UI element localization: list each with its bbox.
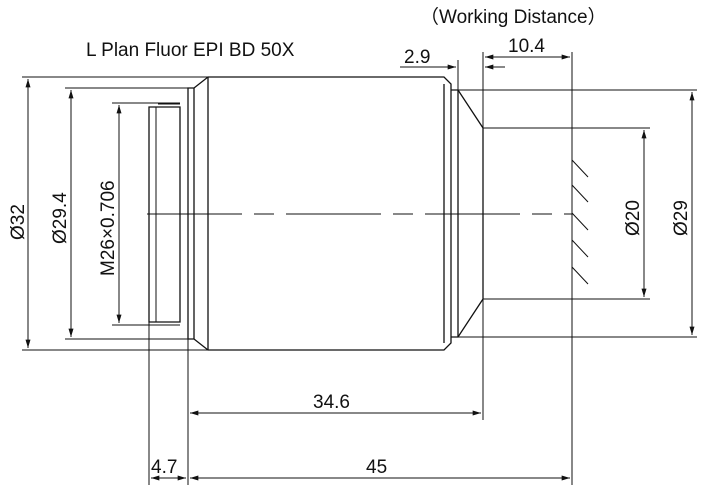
- dim-nose-diameter: Ø20: [623, 200, 644, 236]
- dim-outer-diameter: Ø32: [8, 204, 29, 240]
- extension-lines: [22, 52, 697, 485]
- dim-body-length: 34.6: [313, 392, 350, 413]
- dim-shoulder-diameter: Ø29.4: [50, 192, 71, 244]
- dimension-lines: [25, 54, 695, 481]
- dim-wd-offset: 2.9: [404, 47, 430, 68]
- dim-working-distance: 10.4: [508, 36, 545, 57]
- dim-nose-outer-diameter: Ø29: [671, 200, 692, 236]
- dim-parfocal-length: 45: [366, 457, 387, 478]
- dim-thread: M26×0.706: [98, 180, 119, 276]
- dim-thread-length: 4.7: [151, 457, 177, 478]
- drawing-title: L Plan Fluor EPI BD 50X: [86, 40, 295, 61]
- working-distance-label: （Working Distance）: [420, 6, 607, 28]
- sample-surface-hatch: [571, 159, 589, 290]
